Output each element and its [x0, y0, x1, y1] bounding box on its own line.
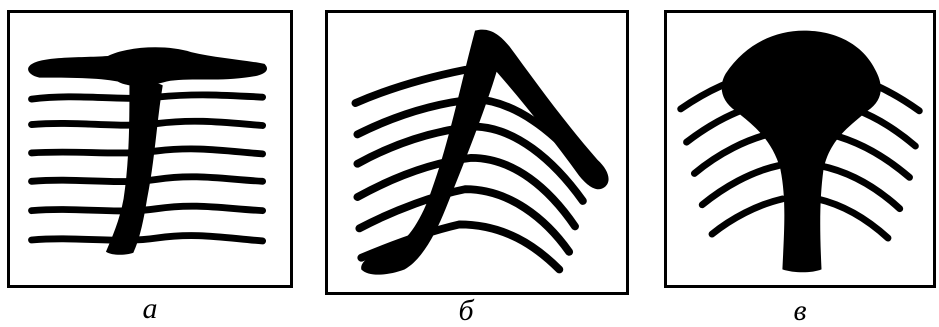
- panel-a-caption: а: [130, 294, 170, 324]
- layer-line: [32, 236, 263, 241]
- panel-c-diagram: [667, 13, 933, 285]
- intrusion-funnel: [722, 31, 881, 273]
- panel-b: [325, 10, 629, 295]
- layer-line: [355, 70, 465, 103]
- panel-a-diagram: [10, 13, 290, 285]
- intrusion-chevron: [361, 30, 608, 275]
- panel-b-diagram: [328, 13, 626, 292]
- panel-c-caption: в: [780, 296, 820, 326]
- panel-b-caption: б: [446, 296, 486, 326]
- intrusion-cap: [28, 47, 267, 86]
- intrusion-stem: [106, 82, 163, 255]
- panel-c: [664, 10, 936, 288]
- layer-line: [32, 206, 263, 211]
- layer-line: [712, 199, 782, 234]
- panel-a: [7, 10, 293, 288]
- layer-line: [702, 166, 778, 205]
- layer-line: [818, 199, 888, 238]
